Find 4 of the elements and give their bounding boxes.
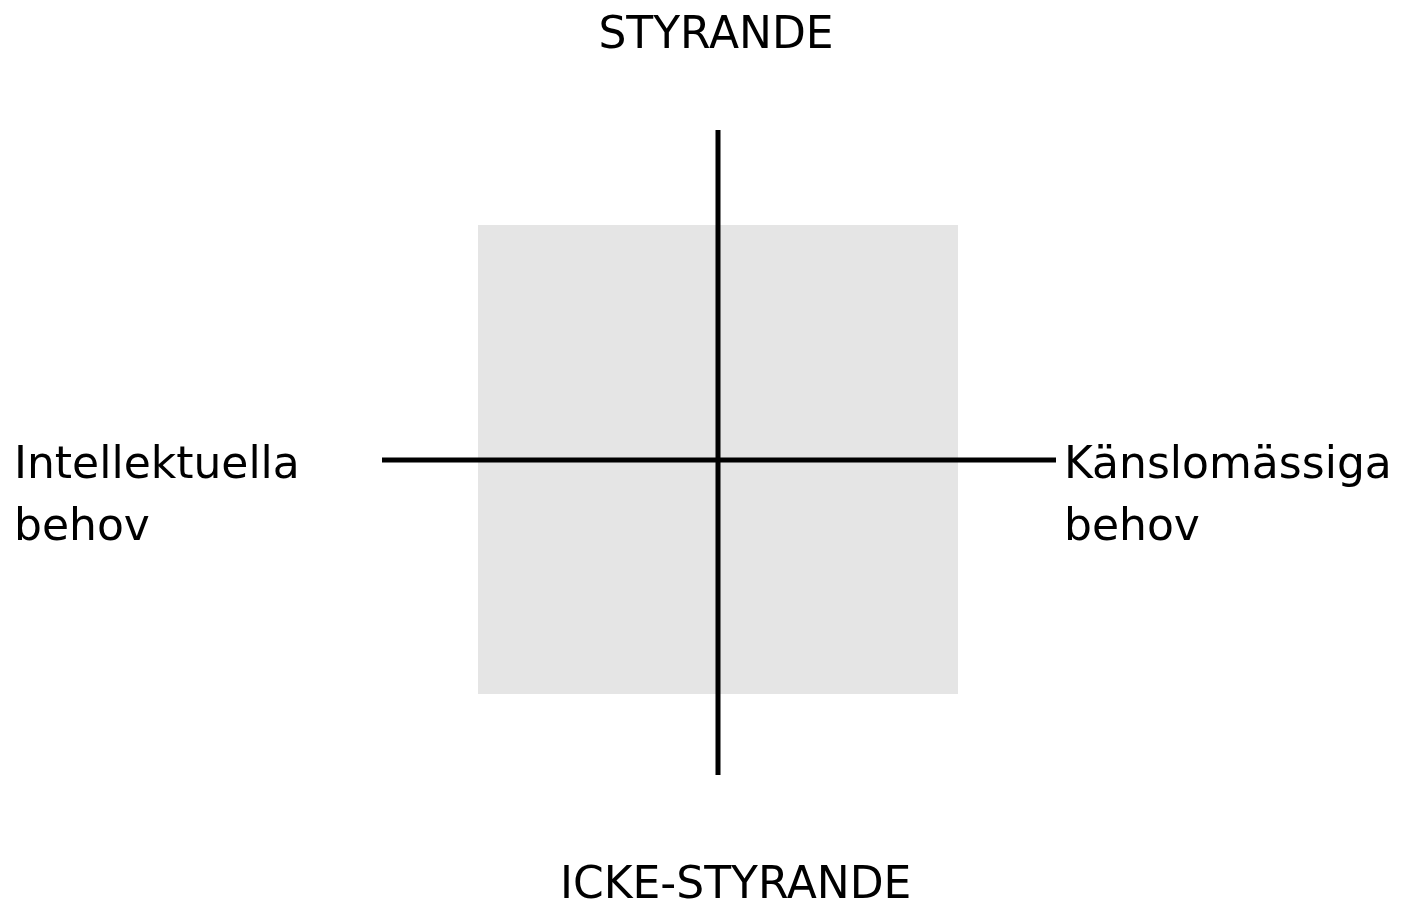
- axis-label: STYRANDE: [597, 6, 835, 60]
- axis-label: Känslomässiga behov: [1064, 436, 1393, 552]
- axis-label: Intellektuella behov: [14, 436, 301, 552]
- axis-label: ICKE-STYRANDE: [560, 856, 913, 906]
